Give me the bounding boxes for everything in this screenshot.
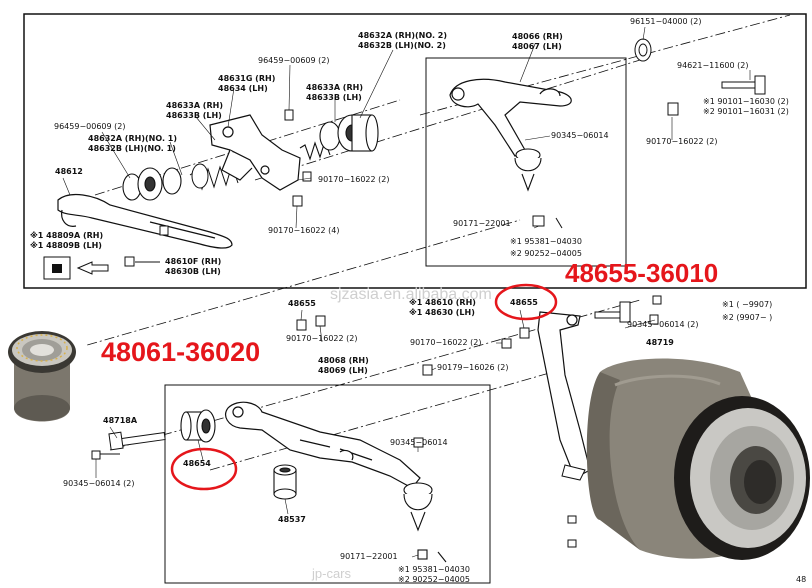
label-48632a-no1: 48632A (RH)(NO. 1) (88, 134, 177, 143)
boot-spring (189, 163, 239, 191)
photo-bushing-small (0, 316, 86, 434)
top-panel-frame (23, 13, 807, 289)
bushing-48633-left (122, 167, 182, 201)
label-48610-rh: ※1 48610 (RH) (409, 298, 476, 307)
highlight-48655 (494, 283, 558, 321)
label-48809a: ※1 48809A (RH) (30, 231, 104, 240)
lower-arm-48610 (537, 311, 591, 479)
bushings-upper (299, 114, 379, 161)
label-48633b-right: 48633B (LH) (306, 93, 362, 102)
ball-joint-top (514, 148, 542, 192)
label-48610f: 48610F (RH) (165, 257, 222, 266)
label-48719: 48719 (646, 338, 674, 347)
highlight-circles (170, 283, 558, 491)
callout-48655-36010: 48655-36010 (565, 258, 719, 288)
label-90345-top: 90345−06014 (551, 131, 609, 140)
label-48066: 48066 (RH) (512, 32, 563, 41)
label-94621: 94621−11600 (2) (677, 61, 749, 70)
label-90179: 90179−16026 (2) (437, 363, 509, 372)
note-1: ※1 ( −9907) (722, 300, 773, 309)
lower-arm-48068 (225, 401, 421, 489)
note-2: ※2 (9907− ) (722, 313, 773, 322)
label-90171-bottom: 90171−22001 (340, 552, 398, 561)
hardware-top (124, 38, 679, 267)
label-48631g: 48631G (RH) (218, 74, 276, 83)
lower-arm-subframe (164, 384, 491, 584)
bushing-48537 (273, 464, 297, 500)
ball-joint-bottom (403, 482, 447, 563)
label-48537: 48537 (278, 515, 306, 524)
label-90252-top: ※2 90252−04005 (510, 249, 582, 258)
label-48633a-left: 48633A (RH) (166, 101, 223, 110)
upper-arm-48066 (449, 78, 572, 157)
label-48067: 48067 (LH) (512, 42, 562, 51)
label-90345-left: 90345−06014 (2) (63, 479, 135, 488)
label-90101-16030: ※1 90101−16030 (2) (703, 97, 789, 106)
label-90345-mid: 90345−06014 (390, 438, 448, 447)
label-90170-upper: 90170−16022 (2) (646, 137, 718, 146)
label-90170-bl: 90170−16022 (2) (286, 334, 358, 343)
label-48630b: 48630B (LH) (165, 267, 221, 276)
bolt-48719 (594, 301, 631, 323)
label-90170-lower: 90170−16022 (4) (268, 226, 340, 235)
label-96151: 96151−04000 (2) (630, 17, 702, 26)
label-48632b-no2: 48632B (LH)(NO. 2) (358, 41, 446, 50)
label-90345-right: 90345−06014 (2) (627, 320, 699, 329)
hardware-bottom (91, 295, 662, 460)
label-90252-bottom: ※2 90252−04005 (398, 575, 470, 584)
label-48718a: 48718A (103, 416, 138, 425)
bracket-48631 (209, 114, 301, 191)
label-48633b-left: 48633B (LH) (166, 111, 222, 120)
label-96459-left: 96459−00609 (2) (54, 122, 126, 131)
label-90170-mid: 90170−16022 (2) (318, 175, 390, 184)
label-edge-48: 48 (796, 575, 807, 584)
label-48612: 48612 (55, 167, 83, 176)
label-48633a-right: 48633A (RH) (306, 83, 363, 92)
label-48632b-no1: 48632B (LH)(NO. 1) (88, 144, 176, 153)
upper-arm-subframe (425, 57, 627, 267)
bushing-48654 (180, 409, 216, 443)
label-48634: 48634 (LH) (218, 84, 268, 93)
label-48654: 48654 (183, 459, 211, 468)
label-90170-br: 90170−16022 (2) (410, 338, 482, 347)
label-90101-16031: ※2 90101−16031 (2) (703, 107, 789, 116)
label-48630-lh: ※1 48630 (LH) (409, 308, 475, 317)
bolt-48718A (100, 431, 166, 455)
label-48069: 48069 (LH) (318, 366, 368, 375)
highlight-48654 (170, 447, 238, 491)
label-96459-top: 96459−00609 (2) (258, 56, 330, 65)
label-95381-bottom: ※1 95381−04030 (398, 565, 470, 574)
label-48068: 48068 (RH) (318, 356, 369, 365)
photo-bushing-large (586, 358, 810, 560)
callout-48061-36020: 48061-36020 (101, 337, 261, 367)
watermark-alibaba: sjzasia.en.alibaba.com (330, 286, 492, 303)
label-48655-right: 48655 (510, 298, 538, 307)
watermark-jpcars: jp-cars (312, 566, 352, 581)
label-48655-left: 48655 (288, 299, 316, 308)
label-90171-top: 90171−22001 (453, 219, 511, 228)
label-95381-top: ※1 95381−04030 (510, 237, 582, 246)
bolt-94621 (721, 75, 766, 95)
label-48632a-no2: 48632A (RH)(NO. 2) (358, 31, 447, 40)
lower-arm-48612 (57, 193, 233, 249)
label-48809b: ※1 48809B (LH) (30, 241, 102, 250)
